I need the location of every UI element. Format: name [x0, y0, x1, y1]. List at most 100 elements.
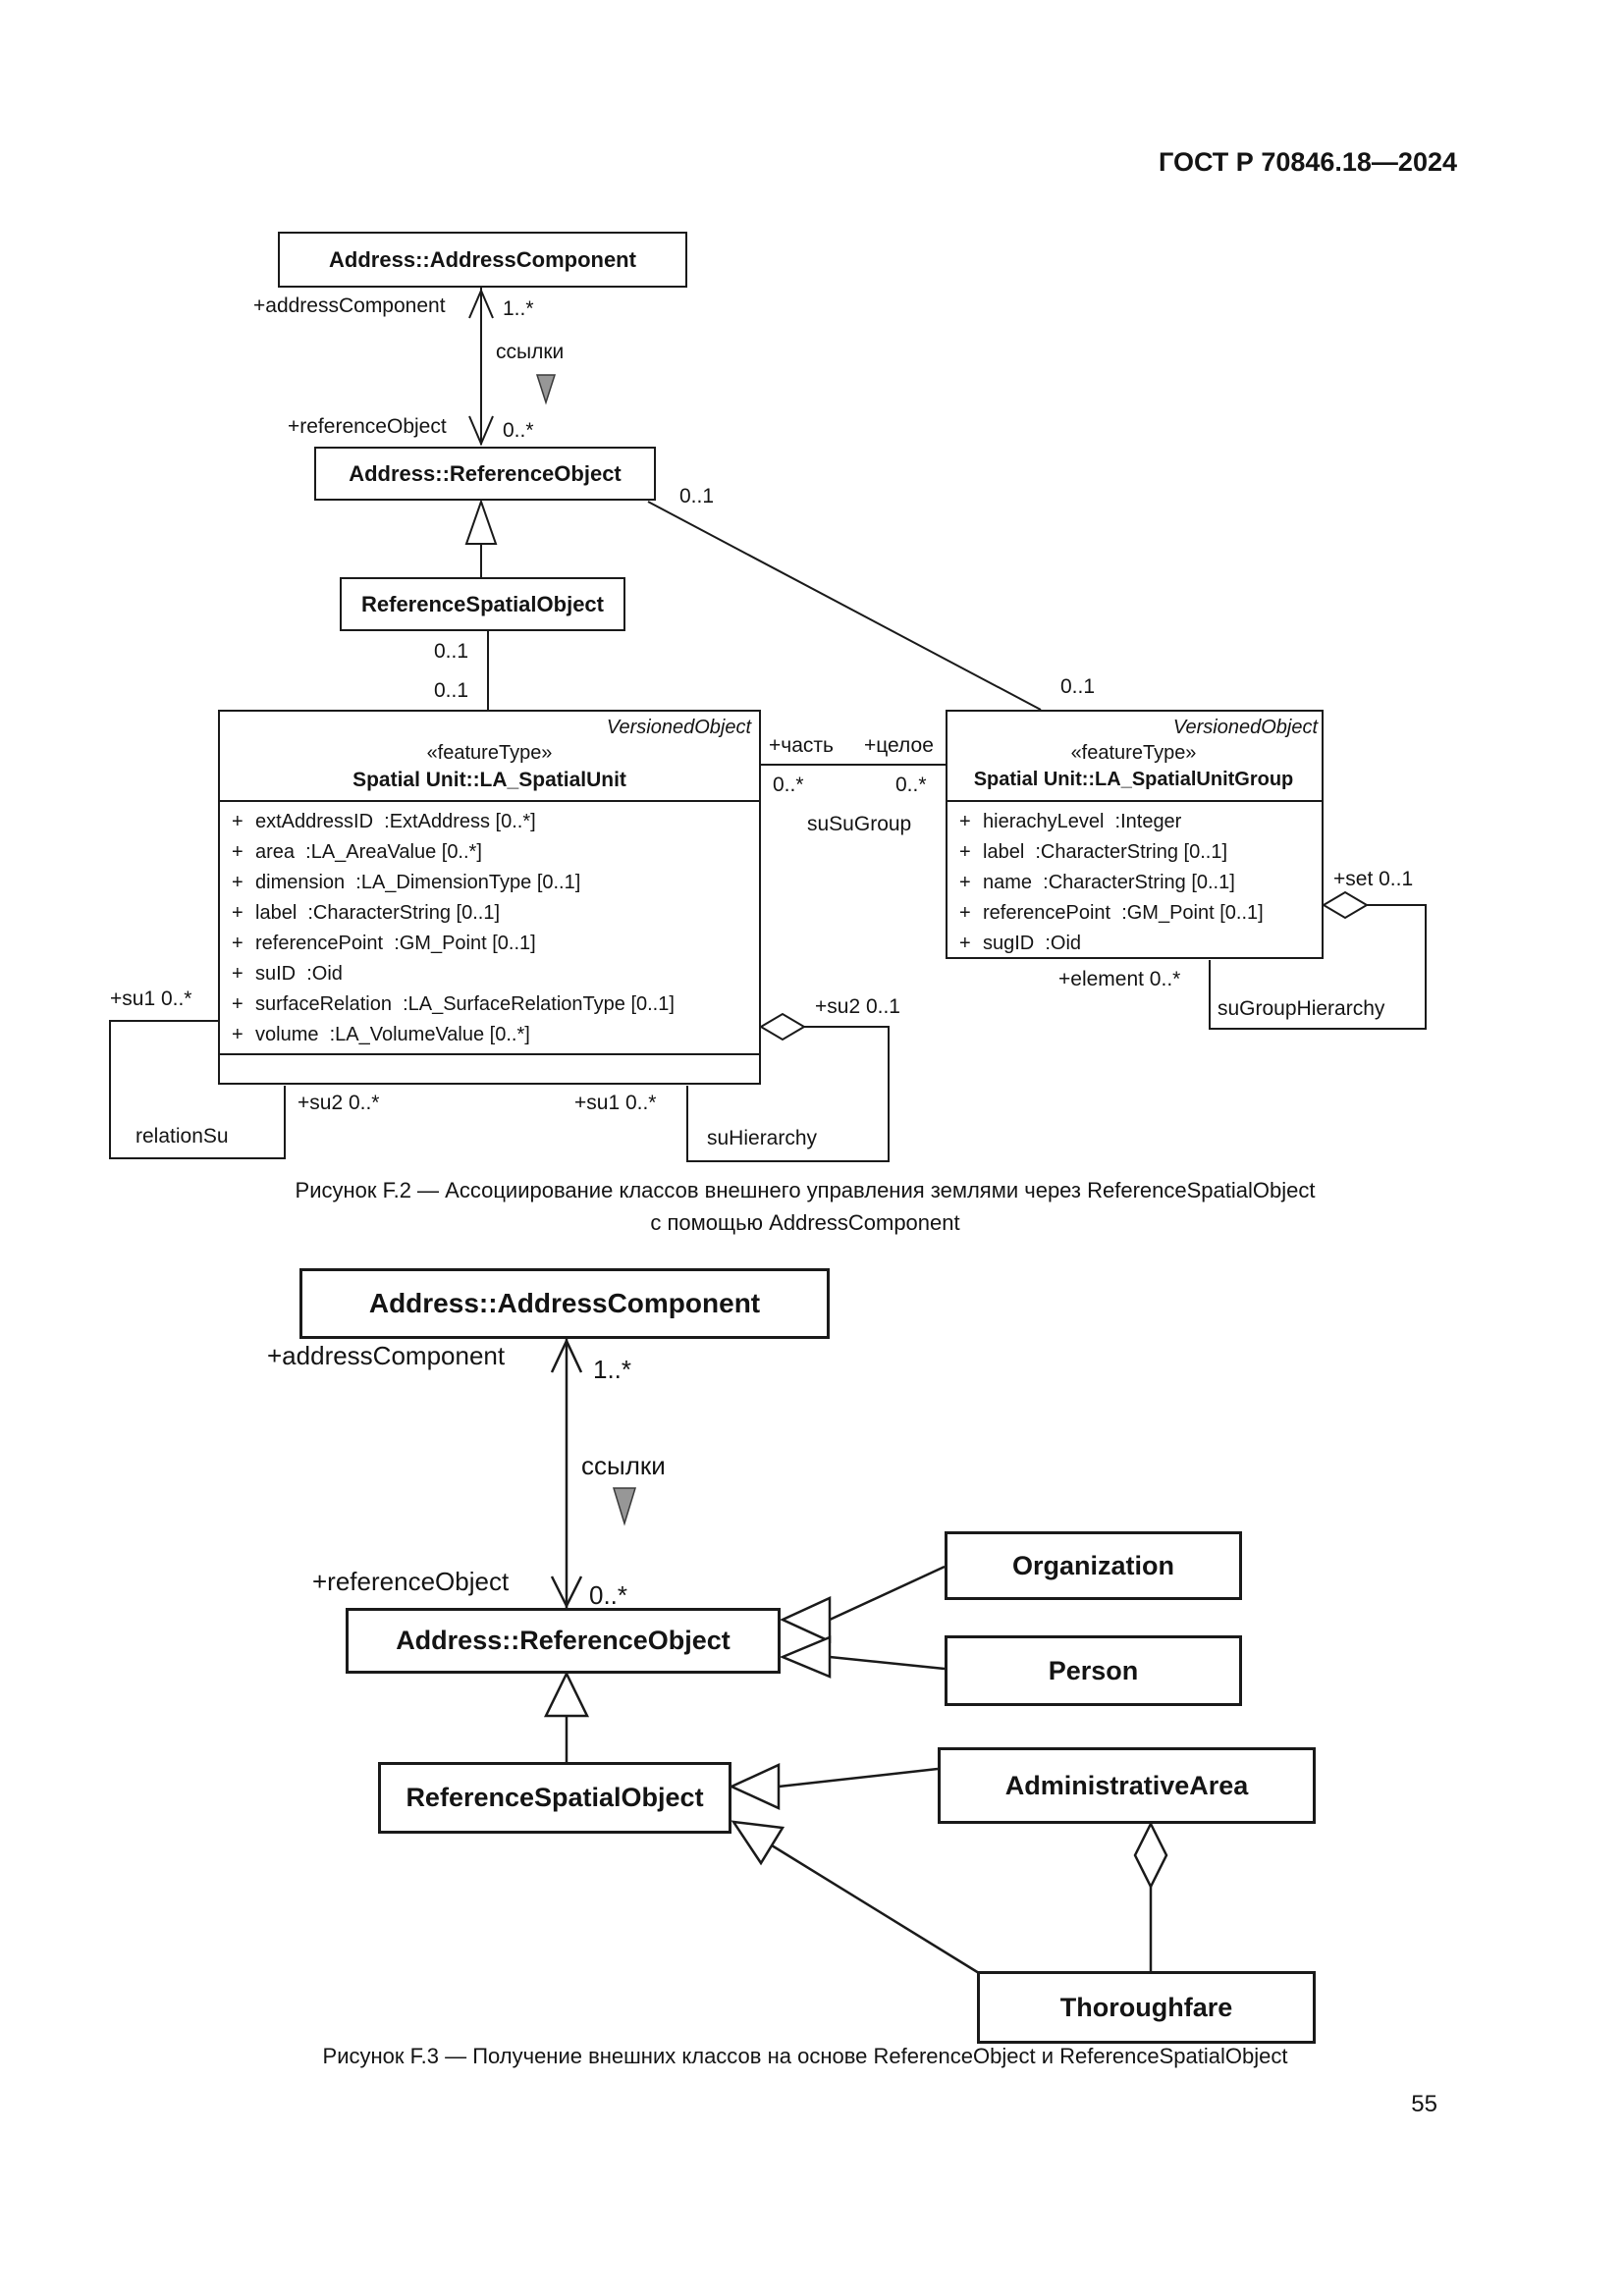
- f3-class-referencespatialobject: ReferenceSpatialObject: [378, 1762, 731, 1834]
- attribute-signature: dimension :LA_DimensionType [0..1]: [255, 872, 581, 893]
- f3-rso-gen-triangle-icon: [543, 1671, 590, 1718]
- f2-role-referenceobject: +referenceObject: [288, 415, 447, 438]
- attribute-row: + label :CharacterString [0..1]: [947, 837, 1322, 868]
- f3-role-referenceobject: +referenceObject: [312, 1567, 510, 1596]
- visibility: +: [959, 811, 971, 832]
- parent-class-label: VersionedObject: [606, 717, 751, 738]
- attribute-row: + area :LA_AreaValue [0..*]: [220, 837, 759, 868]
- f3-class-person: Person: [945, 1635, 1242, 1706]
- page-header: ГОСТ Р 70846.18—2024: [1159, 147, 1457, 177]
- f3-thoroughfare-gen-line: [771, 1843, 980, 1975]
- class-title: Organization: [1011, 1550, 1174, 1580]
- attribute-signature: area :LA_AreaValue [0..*]: [255, 841, 482, 863]
- parent-class-label: VersionedObject: [1172, 717, 1318, 738]
- f3-mult-referenceobject: 0..*: [589, 1580, 628, 1610]
- f2-class-addresscomponent: Address::AddressComponent: [278, 232, 687, 288]
- f3-organization-gen-triangle-icon: [779, 1596, 832, 1643]
- f3-person-gen-line: [829, 1655, 946, 1671]
- f2-class-referenceobject: Address::ReferenceObject: [314, 447, 656, 501]
- f3-class-organization: Organization: [945, 1531, 1242, 1600]
- f3-adminarea-gen-triangle-icon: [728, 1763, 781, 1810]
- visibility: +: [959, 872, 971, 893]
- attribute-row: + dimension :LA_DimensionType [0..1]: [220, 868, 759, 898]
- f2-arrowhead-down-icon: [468, 415, 494, 447]
- f2-caption-line1: Рисунок F.2 — Ассоциирование классов вне…: [295, 1178, 1316, 1202]
- f3-direction-triangle-icon: [612, 1487, 637, 1526]
- attribute-row: + sugID :Oid: [947, 929, 1322, 959]
- f2-mult-rso-top: 0..1: [434, 640, 469, 663]
- f3-arrowhead-up-icon: [550, 1338, 583, 1373]
- class-title: Address::AddressComponent: [368, 1288, 761, 1318]
- f2-role-su1-bottom: +su1 0..*: [574, 1092, 657, 1114]
- f3-class-addresscomponent: Address::AddressComponent: [299, 1268, 830, 1339]
- f3-caption: Рисунок F.3 — Получение внешних классов …: [322, 2044, 1288, 2068]
- stereotype-label: «featureType»: [1070, 742, 1197, 764]
- class-header: VersionedObject «featureType» Spatial Un…: [220, 712, 759, 802]
- f3-class-administrativearea: AdministrativeArea: [938, 1747, 1316, 1824]
- f2-generalization-triangle-icon: [464, 498, 498, 545]
- f2-mult-rso-bottom: 0..1: [434, 679, 469, 702]
- f3-mult-addresscomponent: 1..*: [593, 1355, 632, 1384]
- attribute-signature: sugID :Oid: [983, 933, 1082, 954]
- f2-class-la-spatialunit: VersionedObject «featureType» Spatial Un…: [218, 710, 761, 1085]
- f2-mult-whole: 0..*: [895, 774, 927, 796]
- page-number: 55: [1411, 2091, 1437, 2117]
- attribute-signature: label :CharacterString [0..1]: [255, 902, 501, 924]
- attribute-signature: suID :Oid: [255, 963, 343, 985]
- f2-assoc-name-relationsu: relationSu: [135, 1125, 229, 1148]
- f2-direction-triangle-icon: [535, 374, 557, 405]
- f3-aggregation-diamond-icon: [1133, 1821, 1168, 1890]
- class-header: VersionedObject «featureType» Spatial Un…: [947, 712, 1322, 802]
- operations-compartment-empty: [220, 1053, 759, 1086]
- f3-class-referenceobject: Address::ReferenceObject: [346, 1608, 781, 1674]
- f2-role-element: +element 0..*: [1058, 968, 1181, 990]
- visibility: +: [959, 902, 971, 924]
- visibility: +: [232, 811, 244, 832]
- f2-mult-referenceobject: 0..*: [503, 419, 534, 442]
- f2-mult-diag-start: 0..1: [679, 485, 715, 507]
- attribute-list: + hierachyLevel :Integer + label :Charac…: [947, 802, 1322, 962]
- f2-mult-addresscomponent: 1..*: [503, 297, 534, 320]
- class-title: Spatial Unit::LA_SpatialUnitGroup: [973, 769, 1294, 790]
- f2-role-whole: +целое: [864, 734, 934, 757]
- attribute-signature: referencePoint :GM_Point [0..1]: [983, 902, 1264, 924]
- visibility: +: [959, 933, 971, 954]
- f2-assoc-name-susugroup: suSuGroup: [807, 813, 912, 835]
- attribute-row: + hierachyLevel :Integer: [947, 807, 1322, 837]
- class-title: AdministrativeArea: [1004, 1770, 1249, 1800]
- class-title: ReferenceSpatialObject: [361, 591, 604, 616]
- f2-caption-line2: с помощью AddressComponent: [650, 1210, 960, 1235]
- attribute-signature: surfaceRelation :LA_SurfaceRelationType …: [255, 993, 675, 1015]
- attribute-signature: name :CharacterString [0..1]: [983, 872, 1235, 893]
- attribute-row: + extAddressID :ExtAddress [0..*]: [220, 807, 759, 837]
- attribute-row: + referencePoint :GM_Point [0..1]: [947, 898, 1322, 929]
- class-title: Address::ReferenceObject: [349, 460, 622, 486]
- attribute-signature: referencePoint :GM_Point [0..1]: [255, 933, 536, 954]
- attribute-signature: hierachyLevel :Integer: [983, 811, 1182, 832]
- visibility: +: [232, 902, 244, 924]
- attribute-signature: volume :LA_VolumeValue [0..*]: [255, 1024, 530, 1045]
- visibility: +: [232, 1024, 244, 1045]
- f2-role-set: +set 0..1: [1333, 868, 1414, 890]
- f3-person-gen-triangle-icon: [779, 1635, 832, 1679]
- f2-relationsu-loop: [109, 1020, 286, 1159]
- f2-class-referencespatialobject: ReferenceSpatialObject: [340, 577, 625, 631]
- f2-role-su2-bottom: +su2 0..*: [298, 1092, 380, 1114]
- f2-mult-part: 0..*: [773, 774, 804, 796]
- attribute-list: + extAddressID :ExtAddress [0..*] + area…: [220, 802, 759, 1053]
- f2-refobject-group-line: [647, 501, 1042, 711]
- visibility: +: [959, 841, 971, 863]
- attribute-row: + referencePoint :GM_Point [0..1]: [220, 929, 759, 959]
- f2-mult-diag-end: 0..1: [1060, 675, 1096, 698]
- f2-sugrouphierarchy-diamond-icon: [1322, 890, 1369, 920]
- class-title: ReferenceSpatialObject: [406, 1783, 704, 1812]
- f3-thoroughfare-gen-triangle-icon: [731, 1820, 785, 1866]
- f2-role-su2-right: +su2 0..1: [815, 995, 900, 1018]
- class-title: Thoroughfare: [1059, 1992, 1233, 2022]
- visibility: +: [232, 933, 244, 954]
- attribute-row: + volume :LA_VolumeValue [0..*]: [220, 1020, 759, 1050]
- f3-class-thoroughfare: Thoroughfare: [977, 1971, 1316, 2044]
- f2-role-addresscomponent: +addressComponent: [253, 294, 446, 317]
- attribute-signature: label :CharacterString [0..1]: [983, 841, 1228, 863]
